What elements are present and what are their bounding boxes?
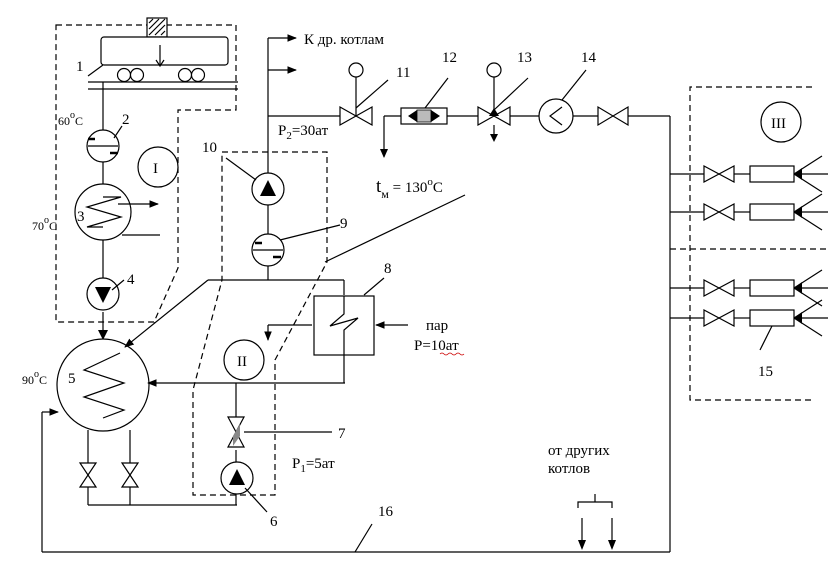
burner-4: [670, 299, 828, 337]
callout-7: 7: [338, 426, 346, 442]
label-to-other-boilers: К др. котлам: [304, 32, 385, 48]
label-p2: P2=30ат: [278, 123, 329, 142]
flow-meter-9: [251, 224, 341, 267]
callout-5: 5: [68, 371, 76, 387]
boiler-5: [56, 338, 345, 506]
burner-3: [670, 269, 828, 307]
callout-3: 3: [77, 209, 85, 225]
callout-4: 4: [127, 272, 135, 288]
label-from-other-1: от других: [548, 443, 610, 459]
flow-meter-2: [86, 125, 123, 163]
steam-heater-8: [264, 194, 466, 383]
callout-8: 8: [384, 261, 392, 277]
label-temp-60: 60оС: [58, 110, 83, 128]
callout-15: 15: [758, 364, 773, 380]
zone-i-label: I: [153, 161, 158, 177]
return-line: [124, 279, 345, 348]
label-p1: P1=5ат: [292, 456, 335, 475]
burner-group: [670, 155, 828, 351]
zone-iii-marker: [760, 101, 802, 143]
tank-car: [88, 17, 238, 90]
zone-ii-marker: [223, 339, 265, 381]
label-from-other-2: котлов: [548, 461, 590, 477]
top-main-line: [268, 115, 670, 158]
main-riser: [235, 34, 297, 505]
callout-11: 11: [396, 65, 410, 81]
label-tm: tм = 130оС: [376, 176, 443, 201]
label-temp-70: 70оС: [32, 215, 57, 233]
right-main-line: [41, 116, 671, 553]
callout-2: 2: [122, 112, 130, 128]
callout-9: 9: [340, 216, 348, 232]
zone-iii-label: III: [771, 116, 786, 132]
flow-meter-14: [538, 69, 587, 134]
callout-1: 1: [76, 59, 84, 75]
burner-2: [670, 193, 828, 231]
callout-13: 13: [517, 50, 532, 66]
pump-4: [86, 277, 125, 311]
from-other-boilers: [577, 494, 616, 550]
label-temp-90: 90оС: [22, 369, 47, 387]
label-steam-pressure: P=10ат: [414, 338, 459, 354]
valve-after-meter: [597, 105, 629, 127]
pump-6: [220, 461, 268, 513]
callout-14: 14: [581, 50, 597, 66]
pump-10: [225, 157, 285, 206]
zone-i-marker: [137, 146, 179, 188]
filter-12: [400, 77, 449, 125]
regulating-valve-13: [477, 62, 529, 142]
label-steam: пар: [426, 318, 448, 334]
callout-16: 16: [378, 504, 394, 520]
callout-6: 6: [270, 514, 278, 530]
spellcheck-underline: [439, 352, 465, 356]
zone-i-boundary: [55, 24, 237, 323]
zone-ii-label: II: [237, 354, 247, 370]
heat-exchanger-3: [74, 183, 160, 241]
valve-11: [339, 62, 389, 127]
boiler-drain-valves: [78, 462, 140, 488]
burner-1: [670, 155, 828, 193]
valve-7: [227, 416, 332, 448]
callout-10: 10: [202, 140, 217, 156]
callout-12: 12: [442, 50, 457, 66]
zone-ii-boundary: [192, 151, 328, 496]
left-circuit-pipes: [87, 64, 108, 340]
zone-iii-boundary: [670, 86, 828, 401]
